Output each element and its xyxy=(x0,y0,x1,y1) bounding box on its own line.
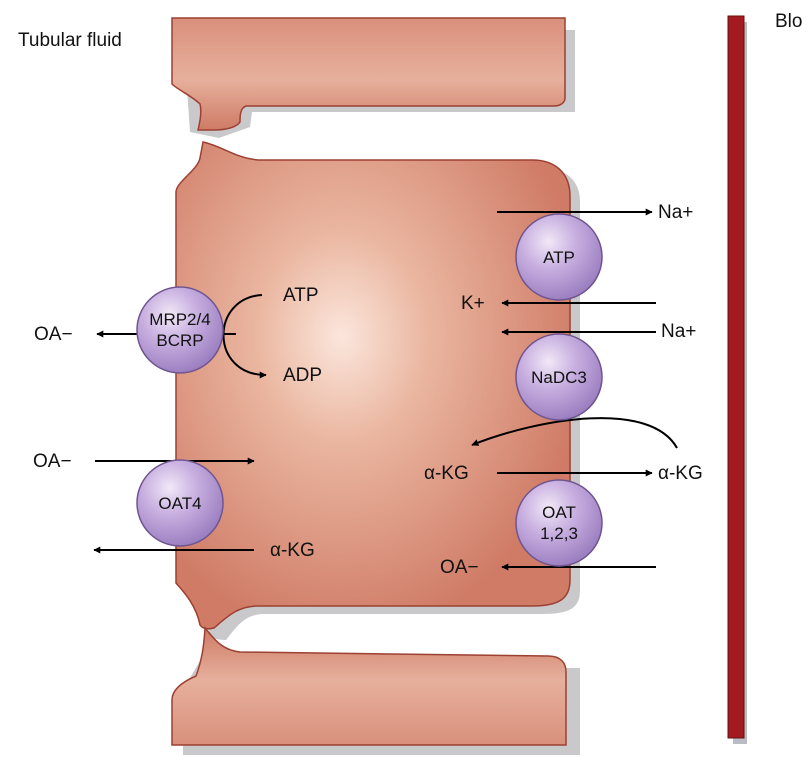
na-out-label: Na+ xyxy=(658,202,694,223)
mrp-bcrp-label: MRP2/4 BCRP xyxy=(130,309,230,351)
tubular-fluid-label: Tubular fluid xyxy=(18,30,122,51)
epithelial-cell xyxy=(175,141,571,630)
nadc3-transporter xyxy=(515,333,603,421)
blood-vessel xyxy=(727,15,745,739)
bottom-cell xyxy=(171,626,567,746)
oat123-label-line1: OAT xyxy=(542,503,576,522)
mrp-bcrp-transporter xyxy=(136,286,224,374)
oat123-label-line2: 1,2,3 xyxy=(540,524,578,543)
atp-label: ATP xyxy=(283,285,319,306)
na-k-atpase xyxy=(515,213,603,301)
atp-to-adp-curve xyxy=(222,294,267,379)
oa-efflux-label: OA− xyxy=(34,324,73,345)
na-in-label: Na+ xyxy=(661,321,697,342)
atpase-label: ATP xyxy=(543,248,575,267)
mrp-label-line2: BCRP xyxy=(156,331,204,350)
akg-recycle-curve xyxy=(471,417,678,449)
akg-cell-label: α-KG xyxy=(424,463,469,484)
akg-efflux-label: α-KG xyxy=(270,540,315,561)
k-in-label: K+ xyxy=(461,293,485,314)
oat4-transporter xyxy=(136,459,224,547)
oa-basolateral-label: OA− xyxy=(440,557,479,578)
adp-label: ADP xyxy=(283,365,323,386)
akg-blood-label: α-KG xyxy=(658,463,703,484)
mrp-label-line1: MRP2/4 xyxy=(149,310,211,329)
nadc3-label: NaDC3 xyxy=(531,368,587,387)
top-cell xyxy=(171,17,566,131)
oa-uptake-label: OA− xyxy=(33,451,72,472)
blood-label: Blo xyxy=(775,11,803,32)
oat123-label: OAT 1,2,3 xyxy=(509,502,609,544)
oat4-label: OAT4 xyxy=(158,494,202,513)
oat-1-2-3-transporter xyxy=(515,479,603,567)
